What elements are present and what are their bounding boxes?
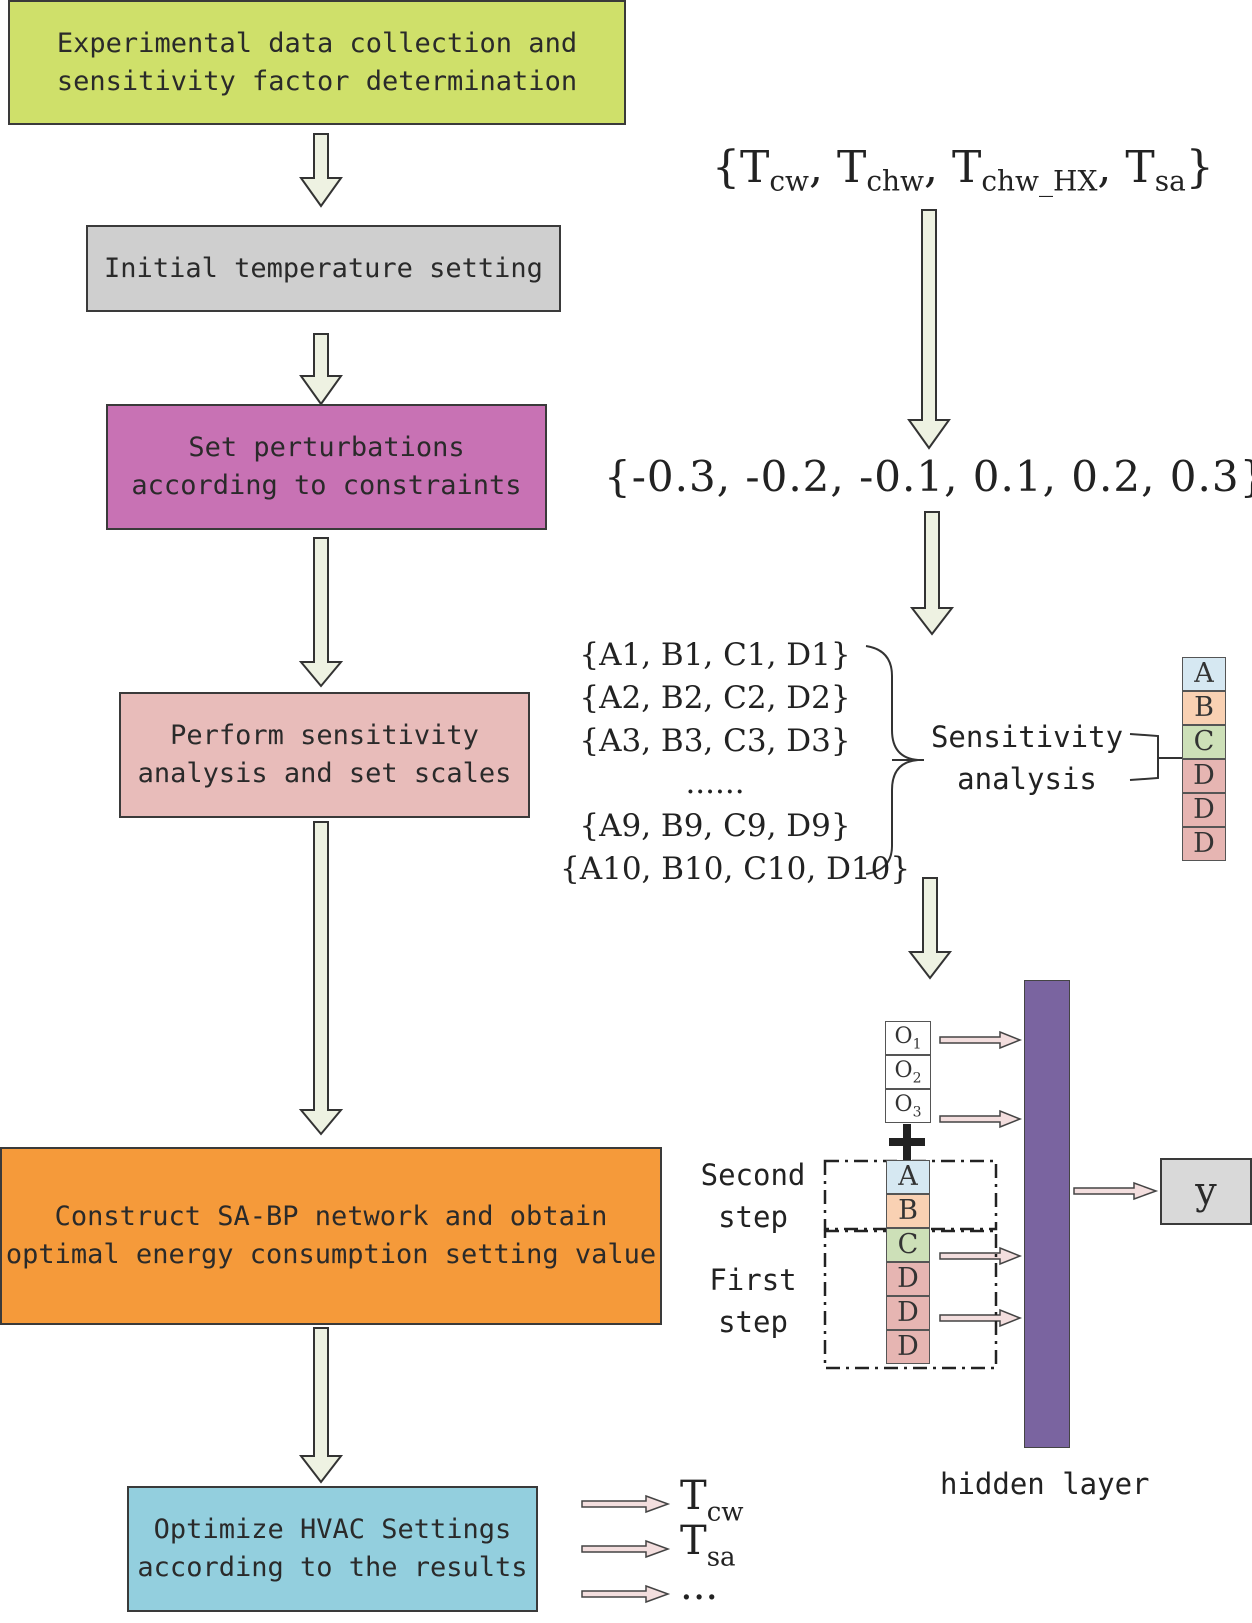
input-arrow [939, 1030, 1023, 1050]
factor-cell-d: D [1182, 827, 1226, 861]
result-arrow [581, 1539, 671, 1559]
stack-bracket [1129, 733, 1182, 781]
var-sa-sub: sa [1154, 164, 1186, 198]
plus-sign-h [889, 1138, 925, 1146]
combination-row: {A1, B1, C1, D1} [579, 637, 851, 673]
step-factor-cell-b: B [886, 1194, 930, 1228]
combinations-list: {A1, B1, C1, D1} {A2, B2, C2, D2} {A3, B… [560, 634, 911, 891]
factor-cell-d: D [1182, 759, 1226, 793]
perturbation-set: {-0.3, -0.2, -0.1, 0.1, 0.2, 0.3} [604, 452, 1252, 501]
output-y-box: y [1160, 1158, 1252, 1225]
input-arrow [939, 1308, 1023, 1328]
step-factor-cell-c: C [886, 1228, 930, 1262]
down-arrow [298, 1327, 344, 1484]
step-data-collection-label: Experimental data collection and sensiti… [56, 27, 578, 97]
step-factor-cell-d: D [886, 1330, 930, 1364]
down-arrow [299, 133, 343, 208]
step-initial-temperature: Initial temperature setting [86, 225, 561, 312]
output-arrow [1073, 1181, 1159, 1201]
hidden-layer-label: hidden layer [940, 1467, 1150, 1501]
step-initial-temperature-label: Initial temperature setting [104, 252, 543, 284]
step-sensitivity-analysis: Perform sensitivity analysis and set sca… [119, 692, 530, 818]
down-arrow [907, 209, 951, 450]
previous-output-cell: O1 [885, 1021, 931, 1055]
var-chw-hx-sub: chw_HX [981, 164, 1098, 198]
step-sensitivity-analysis-label: Perform sensitivity analysis and set sca… [137, 720, 512, 789]
sensitivity-analysis-label: Sensitivity analysis [930, 720, 1124, 797]
previous-output-cell: O2 [885, 1055, 931, 1089]
step-construct-network-label: Construct SA-BP network and obtain optim… [5, 1201, 657, 1270]
result-item: ... [680, 1563, 719, 1609]
var-cw-sub: cw [769, 164, 809, 198]
step-data-collection: Experimental data collection and sensiti… [8, 0, 626, 125]
previous-output-cell: O3 [885, 1089, 931, 1123]
hidden-layer-bar [1024, 980, 1070, 1448]
step-construct-network: Construct SA-BP network and obtain optim… [0, 1147, 662, 1325]
input-arrow [939, 1109, 1023, 1129]
output-y-label: y [1195, 1168, 1217, 1213]
result-arrow [581, 1584, 671, 1604]
combination-row: {A3, B3, C3, D3} [579, 722, 851, 759]
var-chw-sub: chw [866, 164, 925, 198]
down-arrow [298, 821, 344, 1136]
plus-sign-v [903, 1124, 911, 1160]
combination-row: {A9, B9, C9, D9} [579, 808, 851, 845]
down-arrow [298, 537, 344, 688]
result-item: Tcw [680, 1473, 744, 1528]
step-optimize-hvac: Optimize HVAC Settings according to the … [127, 1486, 538, 1612]
step-set-perturbations: Set perturbations according to constrain… [106, 404, 547, 530]
input-arrow [939, 1246, 1023, 1266]
result-arrow [581, 1494, 671, 1514]
step-factor-cell-d: D [886, 1296, 930, 1330]
step-optimize-hvac-label: Optimize HVAC Settings according to the … [137, 1514, 528, 1583]
factor-cell-c: C [1182, 725, 1226, 759]
down-arrow [907, 877, 953, 980]
combination-row: {A2, B2, C2, D2} [579, 679, 851, 716]
result-item: Tsa [680, 1518, 736, 1573]
combination-row: {A10, B10, C10, D10} [560, 850, 911, 887]
step-factor-cell-d: D [886, 1262, 930, 1296]
combinations-brace [865, 645, 919, 875]
step-set-perturbations-label: Set perturbations according to constrain… [131, 432, 522, 501]
step-factor-cell-a: A [886, 1160, 930, 1194]
first-step-label: First step [709, 1263, 797, 1340]
variable-set: {Tcw, Tchw, Tchw_HX, Tsa} [712, 142, 1214, 198]
combination-ellipsis: ...... [685, 765, 745, 802]
factor-cell-a: A [1182, 657, 1226, 691]
down-arrow [299, 333, 343, 406]
factor-cell-b: B [1182, 691, 1226, 725]
down-arrow [909, 511, 955, 636]
second-step-label: Second step [700, 1158, 806, 1235]
factor-cell-d: D [1182, 793, 1226, 827]
